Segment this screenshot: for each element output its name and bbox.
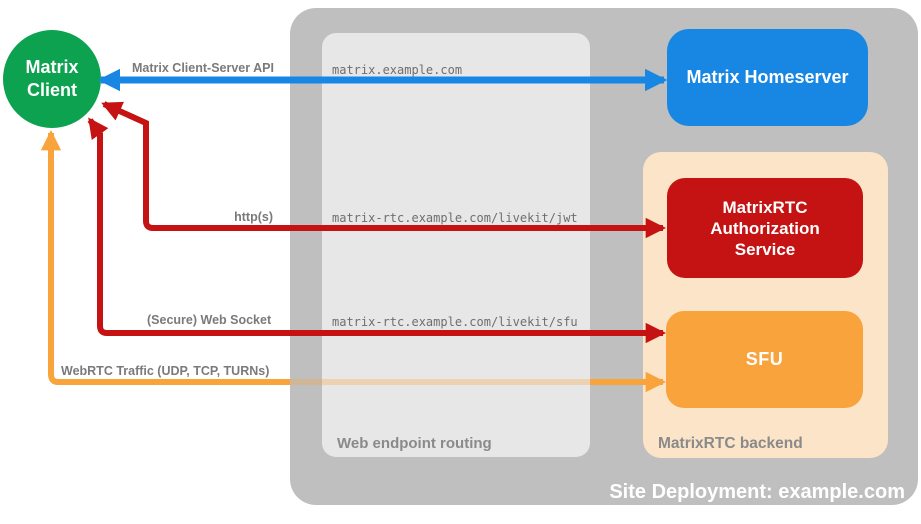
auth-service-label-line2: Authorization xyxy=(710,218,820,238)
matrixrtc-backend-label: MatrixRTC backend xyxy=(658,435,803,452)
matrix-homeserver-label: Matrix Homeserver xyxy=(686,67,849,87)
matrix-client-label-line1: Matrix xyxy=(25,57,79,77)
https-edge-label: http(s) xyxy=(234,210,273,224)
webrtc-traffic-edge-label: WebRTC Traffic (UDP, TCP, TURNs) xyxy=(61,364,270,378)
web-endpoint-routing-label: Web endpoint routing xyxy=(337,435,492,452)
websocket-edge-label: (Secure) Web Socket xyxy=(147,313,272,327)
auth-service-label-line1: MatrixRTC xyxy=(722,197,808,217)
matrix-client-label-line2: Client xyxy=(26,80,77,100)
webrtc-traffic-arrow-left xyxy=(40,129,290,385)
livekit-sfu-route-text: matrix-rtc.example.com/livekit/sfu xyxy=(332,315,578,329)
livekit-jwt-route-text: matrix-rtc.example.com/livekit/jwt xyxy=(332,211,578,225)
site-deployment-label: Site Deployment: example.com xyxy=(609,481,905,503)
client-server-api-edge-label: Matrix Client-Server API xyxy=(132,61,274,75)
web-endpoint-routing-container xyxy=(322,33,590,457)
matrix-homeserver-node: Matrix Homeserver xyxy=(667,29,868,126)
sfu-label: SFU xyxy=(745,349,784,369)
auth-service-label-line3: Service xyxy=(734,239,796,259)
sfu-node: SFU xyxy=(666,311,863,408)
matrix-client-node: Matrix Client xyxy=(3,30,101,128)
matrixrtc-authorization-service-node: MatrixRTC Authorization Service xyxy=(667,178,863,278)
matrix-route-text: matrix.example.com xyxy=(332,63,463,77)
